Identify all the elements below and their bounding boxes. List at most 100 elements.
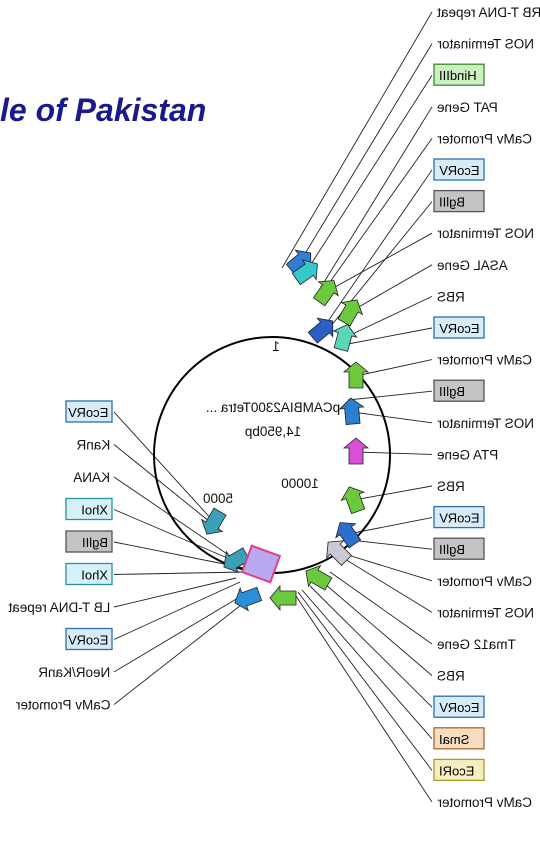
leader-line-right-18: [337, 551, 433, 582]
feature-label-bglii: BglII: [439, 195, 465, 210]
label-box-bglii: [433, 537, 485, 560]
leader-line-right-23: [301, 589, 433, 740]
leader-line-right-0: [281, 11, 433, 269]
feature-label-rbs: RBS: [437, 669, 465, 684]
leader-line-left-5: [113, 571, 245, 575]
feature-label-bglii: BglII: [439, 384, 465, 399]
feature-arrow-15: [223, 547, 251, 574]
feature-arrow-3: [307, 317, 334, 344]
feature-arrow-2: [312, 280, 339, 307]
feature-label-ecorv: EcoRV: [439, 700, 480, 715]
label-box-left-ecorv: [65, 400, 113, 423]
leader-line-left-4: [113, 541, 245, 569]
feature-label-bglii: BglII: [439, 542, 465, 557]
feature-label-left-kanr: KanR: [76, 438, 110, 453]
feature-label-ecorv: EcoRV: [439, 163, 480, 178]
feature-arrow-5: [332, 323, 358, 352]
feature-label-camv-promoter: CaMv Promoter: [437, 574, 532, 589]
feature-label-rb-t-dna-repeat: RB T-DNA repeat: [437, 5, 540, 20]
feature-arrow-6: [342, 361, 370, 389]
feature-arrow-14: [234, 586, 263, 612]
leader-line-right-15: [353, 485, 433, 501]
label-box-bglii: [433, 189, 485, 213]
slide-title: le of Pakistan: [0, 92, 207, 128]
leader-line-right-9: [343, 295, 433, 339]
leader-line-right-19: [339, 555, 433, 613]
feature-label-left-kana: KANA: [73, 470, 110, 485]
label-box-left-xhoi: [65, 562, 113, 586]
leader-line-right-4: [319, 138, 433, 297]
feature-label-rbs: RBS: [437, 289, 465, 304]
feature-label-left-camv-promoter: CaMv Promoter: [15, 698, 110, 713]
leader-line-right-8: [349, 264, 433, 313]
feature-arrow-4: [337, 299, 364, 327]
feature-label-left-lb-t-dna-repeat: LB T-DNA repeat: [8, 600, 110, 615]
label-box-ecori: [433, 758, 485, 782]
feature-arrow-13: [269, 584, 297, 612]
leader-line-right-13: [351, 411, 433, 424]
feature-label-camv-promoter: CaMv Promoter: [437, 353, 532, 368]
feature-arrow-16: [200, 507, 227, 535]
leader-line-left-0: [113, 411, 215, 523]
leader-line-right-11: [355, 359, 433, 377]
leader-lines: [113, 11, 433, 803]
label-box-ecorv: [433, 505, 485, 529]
feature-label-rbs: RBS: [437, 479, 465, 494]
feature-label-ecori: EcoRI: [439, 763, 474, 778]
plasmid-center-labels: pCAMBIA2300Tetra ... 14,950bp 5000 10000…: [203, 339, 340, 506]
feature-label-pat-gene: PAT Gene: [437, 100, 498, 115]
plasmid-size: 14,950bp: [245, 424, 301, 439]
feature-label-left-bglii: BglII: [82, 535, 108, 550]
feature-label-left-ecorv: EcoRV: [68, 405, 109, 420]
selected-region: [240, 544, 282, 584]
feature-label-left-ecorv: EcoRV: [68, 633, 109, 648]
label-box-ecorv: [433, 158, 485, 181]
feature-label-nos-terminator: NOS Terminator: [437, 416, 534, 431]
leader-line-left-6: [113, 577, 237, 608]
left-feature-labels: EcoRV KanR KANA XhoI BglII XhoI LB T-DNA repea…: [8, 400, 113, 713]
feature-arrow-12: [305, 564, 333, 591]
label-box-left-bglii: [65, 530, 113, 553]
leader-line-right-3: [317, 106, 433, 293]
label-box-bglii: [433, 379, 485, 402]
tick-label-10000: 10000: [281, 476, 319, 491]
feature-arrow-8: [342, 437, 370, 465]
leader-line-left-7: [113, 581, 241, 640]
feature-label-smai: SmaI: [439, 732, 469, 747]
feature-label-hindiii: HindIII: [439, 68, 477, 83]
leader-line-right-1: [299, 43, 433, 263]
plasmid-name: pCAMBIA2300Tetra ...: [206, 400, 340, 415]
feature-label-nos-terminator: NOS Terminator: [437, 226, 534, 241]
label-box-ecorv: [433, 695, 485, 718]
feature-label-ecorv: EcoRV: [439, 321, 480, 336]
feature-label-left-xhoi: XhoI: [81, 503, 108, 518]
leader-line-right-10: [347, 327, 433, 345]
feature-arrow-10: [335, 522, 362, 549]
feature-label-camv-promoter: CaMv Promoter: [437, 795, 532, 810]
feature-label-asal-gene: ASAL Gene: [437, 258, 508, 273]
tick-label-1: 1: [272, 339, 280, 354]
feature-label-camv-promoter: CaMv Promoter: [437, 131, 532, 146]
label-box-ecorv: [433, 316, 485, 339]
leader-line-right-17: [349, 539, 433, 550]
leader-line-left-9: [113, 597, 251, 705]
leader-line-right-2: [305, 74, 433, 273]
feature-arrow-1: [291, 259, 318, 286]
feature-label-nos-terminator: NOS Terminator: [437, 37, 534, 52]
label-box-smai: [433, 727, 485, 750]
leader-line-left-3: [113, 509, 247, 567]
leader-line-right-21: [317, 577, 433, 676]
label-box-hindiii: [433, 63, 485, 86]
feature-arrow-7: [338, 397, 365, 425]
feature-label-tma12-gene: Tma12 Gene: [437, 637, 516, 652]
leader-line-right-24: [297, 591, 433, 771]
feature-label-left-neor-kanr: NeoR/KanR: [38, 665, 110, 680]
leader-line-right-5: [321, 169, 433, 331]
leader-line-right-25: [295, 595, 433, 803]
feature-label-left-xhoi: XhoI: [81, 568, 108, 583]
leader-line-right-12: [347, 390, 433, 401]
label-box-left-ecorv: [65, 627, 113, 651]
leader-line-right-14: [355, 451, 433, 455]
